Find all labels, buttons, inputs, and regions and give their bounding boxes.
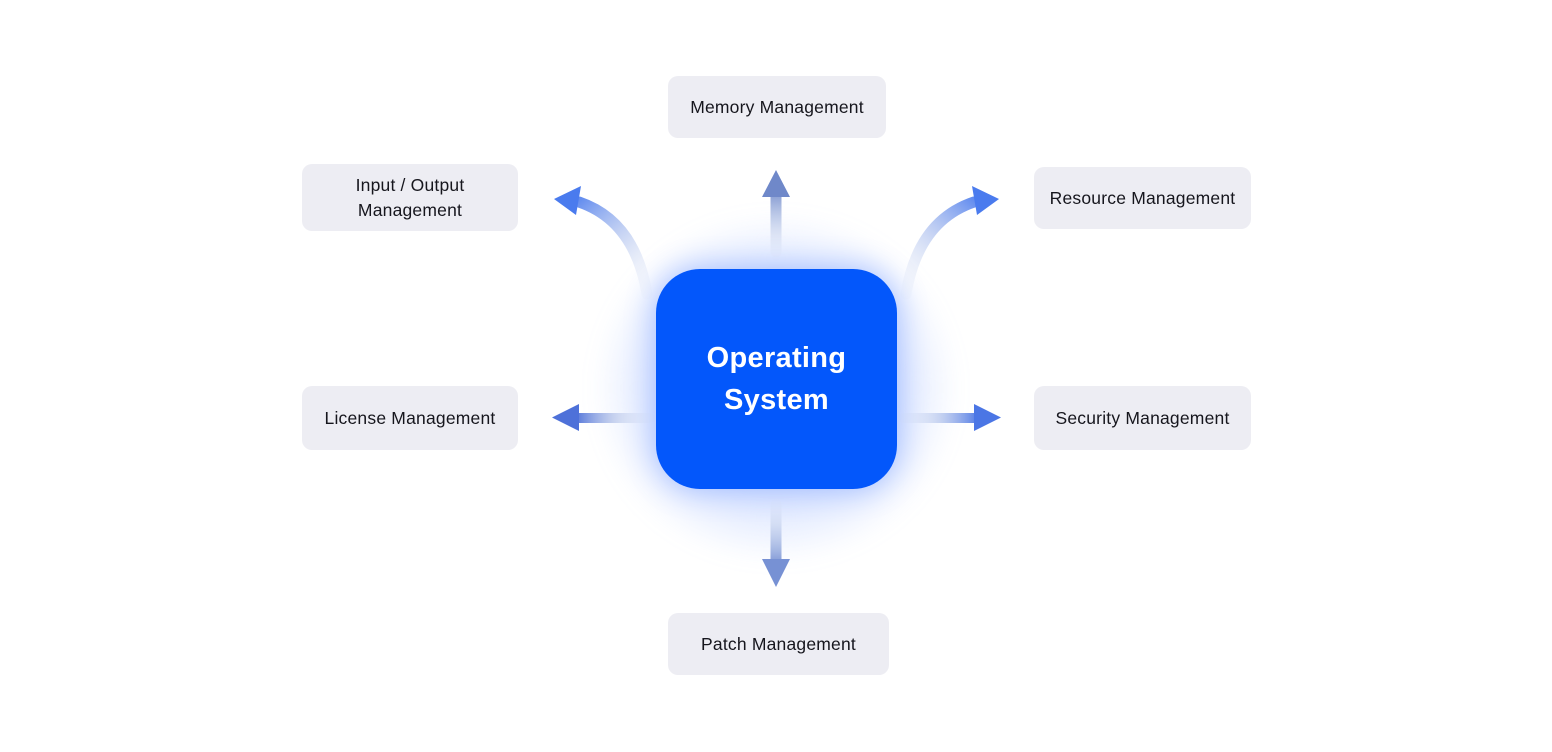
node-resource-management: Resource Management	[1034, 167, 1251, 229]
arrow-left	[552, 404, 655, 431]
arrow-right	[898, 404, 1001, 431]
arrow-up	[762, 170, 790, 258]
node-label: License Management	[324, 407, 496, 428]
node-label: Memory Management	[690, 96, 864, 117]
node-patch-management: Patch Management	[668, 613, 889, 675]
node-license-management: License Management	[302, 386, 518, 450]
node-input-output-management: Input / Output Management	[302, 164, 518, 231]
center-node-operating-system: Operating System	[656, 269, 897, 489]
node-label: Security Management	[1055, 407, 1230, 428]
center-node-label: Operating System	[706, 341, 847, 416]
arrow-down	[762, 498, 790, 587]
arrow-upper-left	[554, 186, 653, 300]
node-security-management: Security Management	[1034, 386, 1251, 450]
node-label: Patch Management	[701, 633, 856, 654]
arrow-upper-right	[900, 186, 999, 300]
node-label: Resource Management	[1049, 187, 1236, 208]
node-memory-management: Memory Management	[668, 76, 886, 138]
node-label: Input / Output Management	[355, 175, 465, 220]
